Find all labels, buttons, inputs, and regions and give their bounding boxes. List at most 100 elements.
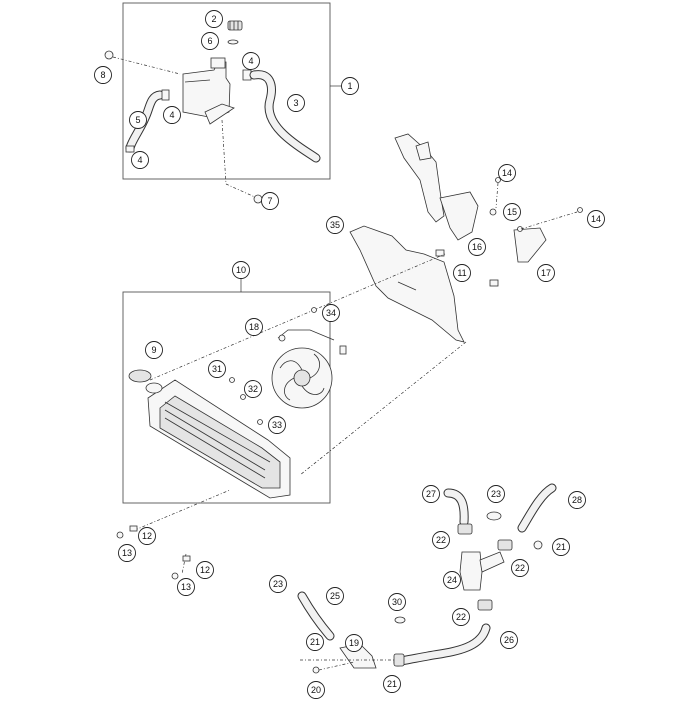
callout-18[interactable]: 18: [245, 318, 263, 336]
callout-circle[interactable]: [500, 631, 518, 649]
callout-5[interactable]: 5: [129, 111, 147, 129]
callout-9[interactable]: 9: [145, 341, 163, 359]
callout-circle[interactable]: [245, 318, 263, 336]
callout-30[interactable]: 30: [388, 593, 406, 611]
seal-30: [394, 616, 406, 624]
callout-21[interactable]: 21: [383, 675, 401, 693]
callout-10[interactable]: 10: [232, 261, 250, 279]
callout-circle[interactable]: [242, 52, 260, 70]
callout-12[interactable]: 12: [138, 527, 156, 545]
callout-circle[interactable]: [118, 544, 136, 562]
callout-27[interactable]: 27: [422, 485, 440, 503]
callout-2[interactable]: 2: [205, 10, 223, 28]
callout-7[interactable]: 7: [261, 192, 279, 210]
callout-circle[interactable]: [208, 360, 226, 378]
callout-22[interactable]: 22: [511, 559, 529, 577]
callout-number: 28: [572, 495, 582, 505]
callout-32[interactable]: 32: [244, 380, 262, 398]
callout-circle[interactable]: [322, 304, 340, 322]
callout-circle[interactable]: [537, 264, 555, 282]
callout-15[interactable]: 15: [503, 203, 521, 221]
callout-circle[interactable]: [138, 527, 156, 545]
callout-6[interactable]: 6: [201, 32, 219, 50]
axis-line: [149, 253, 446, 381]
callout-14[interactable]: 14: [587, 210, 605, 228]
callout-circle[interactable]: [131, 151, 149, 169]
callout-13[interactable]: 13: [118, 544, 136, 562]
callout-22[interactable]: 22: [452, 608, 470, 626]
callout-4[interactable]: 4: [163, 106, 181, 124]
callout-circle[interactable]: [498, 164, 516, 182]
callout-19[interactable]: 19: [345, 634, 363, 652]
callout-21[interactable]: 21: [552, 538, 570, 556]
callout-circle[interactable]: [432, 531, 450, 549]
callout-26[interactable]: 26: [500, 631, 518, 649]
callout-circle[interactable]: [326, 587, 344, 605]
callout-circle[interactable]: [129, 111, 147, 129]
callout-circle[interactable]: [244, 380, 262, 398]
callout-17[interactable]: 17: [537, 264, 555, 282]
callout-circle[interactable]: [205, 10, 223, 28]
callout-circle[interactable]: [388, 593, 406, 611]
callout-14[interactable]: 14: [498, 164, 516, 182]
callout-3[interactable]: 3: [287, 94, 305, 112]
callout-number: 31: [212, 364, 222, 374]
axis-line: [134, 489, 231, 531]
callout-circle[interactable]: [261, 192, 279, 210]
callout-circle[interactable]: [326, 216, 344, 234]
callout-34[interactable]: 34: [322, 304, 340, 322]
callout-circle[interactable]: [468, 238, 486, 256]
callout-8[interactable]: 8: [94, 66, 112, 84]
callout-circle[interactable]: [177, 578, 195, 596]
callout-circle[interactable]: [341, 77, 359, 95]
callout-circle[interactable]: [268, 416, 286, 434]
callout-4[interactable]: 4: [131, 151, 149, 169]
callout-12[interactable]: 12: [196, 561, 214, 579]
clamp-22b: [497, 539, 513, 551]
callout-21[interactable]: 21: [306, 633, 324, 651]
callout-13[interactable]: 13: [177, 578, 195, 596]
clamp-21c: [393, 653, 405, 667]
callout-number: 21: [310, 637, 320, 647]
callout-circle[interactable]: [552, 538, 570, 556]
callout-35[interactable]: 35: [326, 216, 344, 234]
callout-circle[interactable]: [307, 681, 325, 699]
callout-circle[interactable]: [443, 571, 461, 589]
callout-33[interactable]: 33: [268, 416, 286, 434]
callout-11[interactable]: 11: [453, 264, 471, 282]
callout-circle[interactable]: [422, 485, 440, 503]
callout-20[interactable]: 20: [307, 681, 325, 699]
callout-circle[interactable]: [503, 203, 521, 221]
callout-1[interactable]: 1: [341, 77, 359, 95]
callout-circle[interactable]: [511, 559, 529, 577]
callout-circle[interactable]: [383, 675, 401, 693]
callout-22[interactable]: 22: [432, 531, 450, 549]
callout-24[interactable]: 24: [443, 571, 461, 589]
callout-circle[interactable]: [196, 561, 214, 579]
callout-circle[interactable]: [345, 634, 363, 652]
callout-circle[interactable]: [232, 261, 250, 279]
callout-circle[interactable]: [568, 491, 586, 509]
callout-23[interactable]: 23: [487, 485, 505, 503]
callout-28[interactable]: 28: [568, 491, 586, 509]
callout-circle[interactable]: [587, 210, 605, 228]
screw-14: [495, 177, 501, 183]
callout-31[interactable]: 31: [208, 360, 226, 378]
callout-circle[interactable]: [163, 106, 181, 124]
clip-18: [278, 334, 286, 342]
callout-circle[interactable]: [287, 94, 305, 112]
callout-circle[interactable]: [452, 608, 470, 626]
callout-circle[interactable]: [145, 341, 163, 359]
callout-23[interactable]: 23: [269, 575, 287, 593]
protector-logo: [397, 281, 417, 291]
callout-circle[interactable]: [453, 264, 471, 282]
callout-circle[interactable]: [487, 485, 505, 503]
callout-circle[interactable]: [201, 32, 219, 50]
callout-circle[interactable]: [269, 575, 287, 593]
callout-4[interactable]: 4: [242, 52, 260, 70]
callout-25[interactable]: 25: [326, 587, 344, 605]
callout-circle[interactable]: [306, 633, 324, 651]
callout-circle[interactable]: [94, 66, 112, 84]
callout-number: 13: [181, 582, 191, 592]
callout-16[interactable]: 16: [468, 238, 486, 256]
